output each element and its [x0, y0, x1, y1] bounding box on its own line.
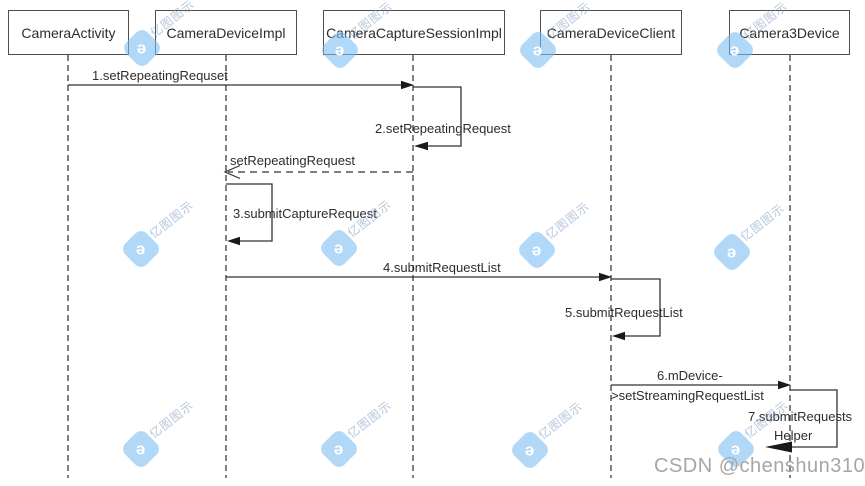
message-2-self-loop — [413, 86, 462, 147]
message-5-arrowhead-icon — [599, 272, 612, 282]
actor-box-camera-activity: CameraActivity — [8, 10, 129, 55]
message-4-self-loop — [226, 183, 273, 242]
message-7-label-line2: >setStreamingRequestList — [611, 388, 764, 403]
actor-label: CameraCaptureSessionImpl — [326, 24, 502, 41]
message-8-label-line1: 7.submitRequests — [748, 409, 853, 424]
actor-label: CameraActivity — [21, 24, 116, 41]
actor-label: CameraDeviceImpl — [166, 24, 286, 41]
message-6-arrowhead-icon — [612, 331, 625, 341]
message-3-label: setRepeatingRequest — [230, 153, 356, 168]
message-3-open-arrowhead-icon — [223, 164, 241, 180]
message-6-label: 5.submitRequestList — [565, 305, 683, 320]
message-5-label: 4.submitRequestList — [383, 260, 501, 275]
actor-label: CameraDeviceClient — [546, 24, 676, 41]
message-8-arrowhead-icon — [765, 441, 792, 453]
message-4-arrowhead-icon — [227, 236, 240, 246]
message-6-self-loop — [611, 278, 661, 337]
message-8-self-loop — [790, 389, 838, 448]
message-2-arrowhead-icon — [414, 141, 428, 151]
message-4-label: 3.submitCaptureRequest — [233, 206, 377, 221]
message-8-label-line2: Helper — [774, 428, 813, 443]
message-7-arrowhead-icon — [778, 380, 791, 390]
message-2-label: 2.setRepeatingRequest — [375, 121, 511, 136]
message-1-arrowhead-icon — [401, 80, 414, 90]
actor-box-camera-device-client: CameraDeviceClient — [540, 10, 682, 55]
message-7-label-line1: 6.mDevice- — [657, 368, 723, 383]
csdn-credit: CSDN @chenshun310 — [654, 455, 865, 477]
actor-label: Camera3Device — [739, 24, 840, 41]
message-1-label: 1.setRepeatingRequset — [92, 68, 228, 83]
